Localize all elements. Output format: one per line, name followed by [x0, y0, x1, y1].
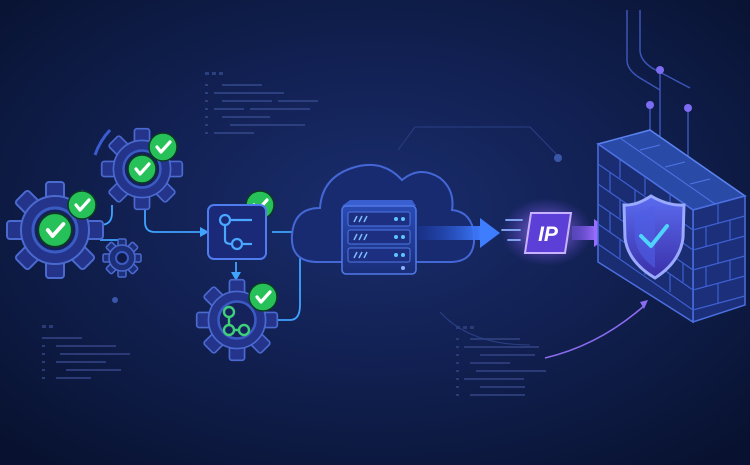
ip-badge-label: IP — [538, 223, 559, 246]
circuit-node — [656, 66, 664, 74]
connector-arrowhead — [200, 227, 209, 237]
server-icon — [341, 200, 417, 275]
circuit-node — [684, 104, 692, 112]
check-icon — [37, 212, 73, 248]
workflow-box-icon — [218, 213, 252, 251]
code-lines-top — [205, 72, 318, 134]
connector-arrowhead — [231, 272, 241, 281]
curved-connector-arrowhead — [640, 300, 648, 309]
check-icon — [127, 154, 157, 184]
check-badge-icon — [148, 132, 178, 162]
shield-check-icon — [622, 194, 686, 280]
ip-badge-icon: IP — [501, 198, 593, 266]
check-badge-icon — [67, 190, 97, 220]
workflow-box — [207, 204, 267, 260]
flow-arrow-blue — [418, 218, 500, 248]
network-arcs — [93, 126, 562, 346]
check-badge-icon — [248, 282, 278, 312]
code-lines-bottom-left — [42, 325, 130, 379]
circuit-node — [646, 101, 654, 109]
workflow-icon — [222, 305, 251, 337]
curved-connector — [544, 304, 646, 359]
small-gear-icon — [102, 238, 142, 278]
